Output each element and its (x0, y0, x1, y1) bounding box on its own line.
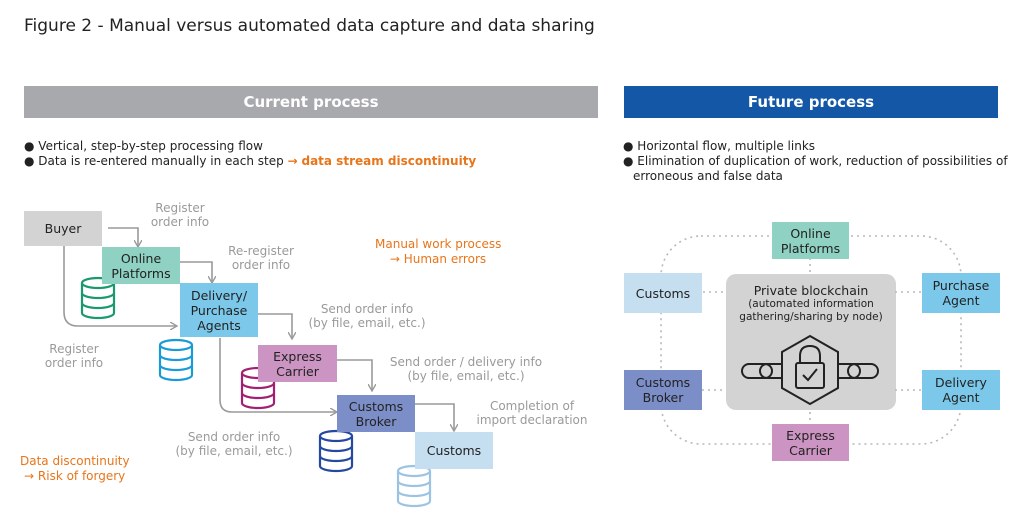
blockchain-subtitle: (automated information gathering/sharing… (739, 298, 883, 323)
figure-title: Figure 2 - Manual versus automated data … (24, 16, 595, 36)
online-platforms-box: Online Platforms (102, 247, 180, 284)
manual-work-text: Manual work process (375, 237, 502, 251)
future-customs-broker-box: Customs Broker (624, 370, 702, 410)
current-bullet-1-text: Vertical, step-by-step processing flow (38, 139, 263, 153)
customs-broker-box: Customs Broker (337, 395, 415, 432)
future-bullet-2: ● Elimination of duplication of work, re… (623, 154, 1008, 168)
private-blockchain-text: Private blockchain (automated informatio… (726, 283, 896, 324)
database-icon (158, 338, 194, 382)
future-online-platforms-box: Online Platforms (772, 222, 849, 259)
manual-work-note: Manual work process → Human errors (375, 237, 501, 267)
arrow-express-broker (337, 359, 372, 390)
risk-of-forgery-line: → Risk of forgery (20, 469, 130, 484)
arrow-delivery-express (248, 313, 292, 338)
arrow-online-delivery (172, 261, 212, 282)
arrow-right-icon: → (389, 252, 400, 266)
risk-of-forgery-text: Risk of forgery (37, 469, 126, 483)
blockchain-title: Private blockchain (753, 283, 869, 298)
data-discontinuity-note: Data discontinuity → Risk of forgery (20, 454, 130, 484)
delivery-purchase-agents-box: Delivery/ Purchase Agents (180, 283, 258, 337)
future-bullet-2-cont-text: erroneous and false data (633, 169, 783, 183)
future-process-header: Future process (624, 86, 998, 118)
buyer-box: Buyer (24, 211, 102, 246)
blockchain-lock-icon (741, 334, 879, 406)
send-order-info-2-label: Send order info (by file, email, etc.) (175, 430, 293, 458)
database-icon (318, 429, 354, 473)
future-customs-box: Customs (624, 273, 702, 313)
current-process-header: Current process (24, 86, 598, 118)
express-carrier-box: Express Carrier (258, 345, 337, 382)
future-purchase-agent-box: Purchase Agent (922, 273, 1000, 313)
future-bullet-1-text: Horizontal flow, multiple links (637, 139, 816, 153)
database-icon (80, 276, 116, 320)
customs-box: Customs (415, 432, 493, 469)
completion-import-declaration-label: Completion of import declaration (476, 399, 588, 427)
arrow-broker-customs (410, 403, 454, 430)
register-order-info-label: Register order info (150, 201, 210, 229)
future-delivery-agent-box: Delivery Agent (922, 370, 1000, 410)
data-stream-discontinuity: data stream discontinuity (301, 154, 477, 168)
future-bullet-1: ● Horizontal flow, multiple links (623, 139, 816, 153)
current-bullet-1: ● Vertical, step-by-step processing flow (24, 139, 263, 153)
database-icon (396, 464, 432, 508)
current-bullet-2-text: Data is re-entered manually in each step (38, 154, 284, 168)
arrow-right-icon: → (287, 154, 298, 168)
future-bullet-2-cont: erroneous and false data (623, 169, 1008, 184)
human-errors-text: Human errors (403, 252, 487, 266)
re-register-order-info-label: Re-register order info (228, 244, 294, 272)
arrow-buyer-online (108, 227, 138, 246)
register-order-info-left-label: Register order info (44, 342, 104, 370)
future-bullet-2-text: Elimination of duplication of work, redu… (637, 154, 1008, 168)
data-discontinuity-text: Data discontinuity (20, 454, 130, 468)
current-bullet-2: ● Data is re-entered manually in each st… (24, 154, 477, 168)
current-bullets: ● Vertical, step-by-step processing flow… (24, 139, 476, 169)
arrow-delivery-broker (219, 338, 336, 412)
send-order-info-label: Send order info (by file, email, etc.) (308, 302, 426, 330)
arrow-right-icon: → (24, 469, 35, 483)
arrow-buyer-delivery (63, 246, 176, 326)
send-order-delivery-info-label: Send order / delivery info (by file, ema… (389, 355, 543, 383)
future-bullets: ● Horizontal flow, multiple links ● Elim… (623, 139, 1008, 184)
future-express-carrier-box: Express Carrier (772, 424, 849, 461)
human-errors-line: → Human errors (375, 252, 501, 267)
